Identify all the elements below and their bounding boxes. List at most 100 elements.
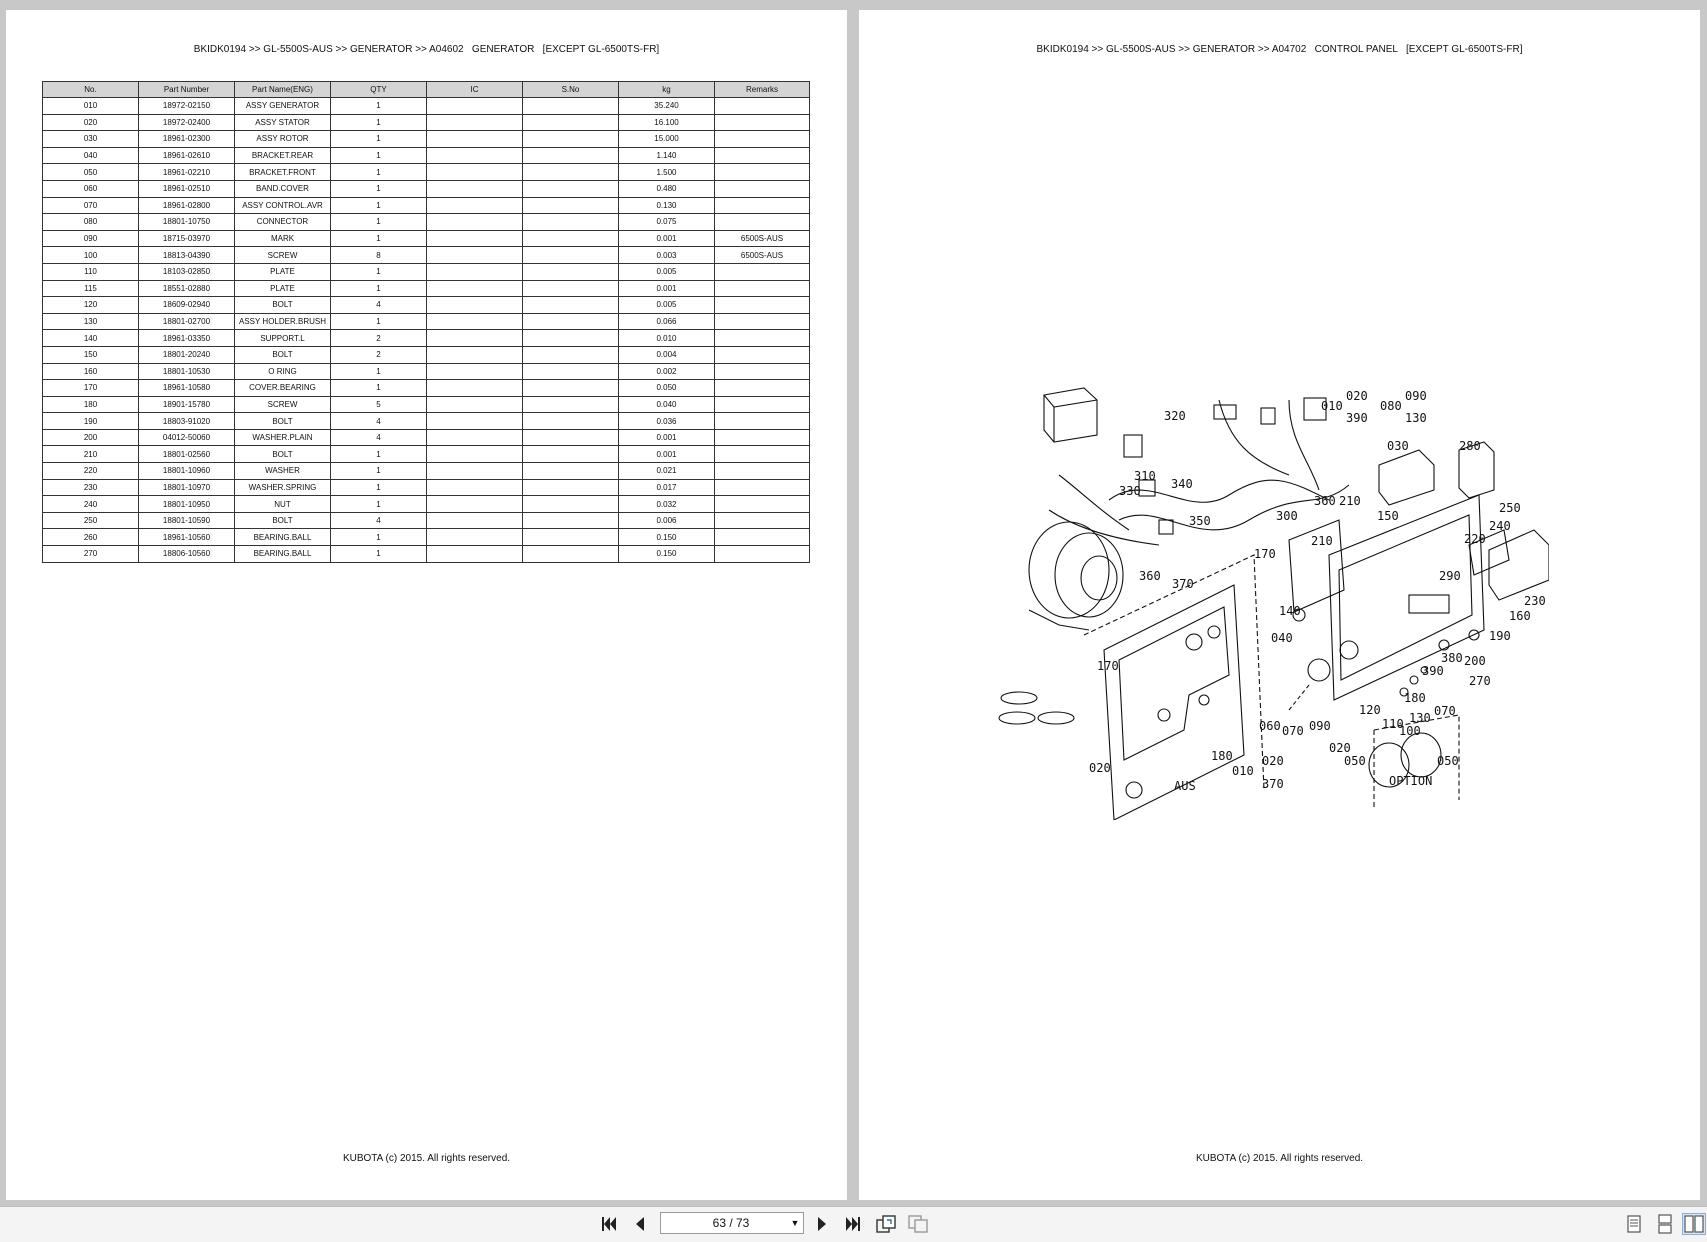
table-cell (714, 428, 810, 447)
last-page-button[interactable] (842, 1213, 864, 1235)
table-cell: BEARING.BALL (234, 545, 331, 563)
table-cell (426, 262, 523, 281)
chevron-down-icon: ▼ (790, 1218, 800, 1228)
label-150: 150 (1377, 509, 1399, 523)
label-option: OPTION (1389, 774, 1432, 788)
table-cell (714, 412, 810, 430)
label-120: 120 (1359, 703, 1381, 717)
table-cell (426, 428, 523, 447)
table-cell (426, 362, 523, 381)
first-page-button[interactable] (598, 1213, 620, 1235)
table-cell: 0.130 (618, 196, 715, 215)
table-cell: 18801-10970 (138, 478, 235, 497)
table-cell (714, 97, 810, 115)
page-rotate-icon (876, 1215, 896, 1233)
column-header: Part Name(ENG) (234, 81, 331, 98)
next-page-button[interactable] (812, 1213, 832, 1235)
table-cell: 250 (42, 511, 139, 530)
table-cell (714, 379, 810, 397)
table-cell: BOLT (234, 296, 331, 314)
label-200: 200 (1464, 654, 1486, 668)
label-030: 030 (1387, 439, 1409, 453)
label-370b: 370 (1262, 777, 1284, 791)
label-130b: 130 (1409, 711, 1431, 725)
table-cell: ASSY CONTROL.AVR (234, 196, 331, 215)
two-page-view-button[interactable] (1682, 1213, 1706, 1235)
next-page-icon (818, 1217, 826, 1231)
rotate-page-button[interactable] (874, 1213, 898, 1235)
table-cell: 5 (330, 395, 427, 414)
label-290: 290 (1439, 569, 1461, 583)
table-cell: 010 (42, 97, 139, 115)
label-230: 230 (1524, 594, 1546, 608)
label-020b: 020 (1329, 741, 1351, 755)
table-cell: 18961-10580 (138, 379, 235, 397)
right-page: BKIDK0194 >> GL-5500S-AUS >> GENERATOR >… (859, 10, 1700, 1200)
table-cell (714, 130, 810, 148)
label-020d: 020 (1089, 761, 1111, 775)
table-cell: 030 (42, 130, 139, 148)
table-cell: 1 (330, 545, 427, 563)
table-cell: 18801-10750 (138, 213, 235, 231)
table-cell: 0.005 (618, 296, 715, 314)
label-170b: 170 (1097, 659, 1119, 673)
table-cell (714, 329, 810, 347)
table-cell (522, 329, 619, 347)
label-390: 390 (1346, 411, 1368, 425)
label-010: 010 (1321, 399, 1343, 413)
disabled-page-button[interactable] (906, 1213, 930, 1235)
label-350: 350 (1189, 514, 1211, 528)
table-cell: 0.001 (618, 229, 715, 248)
right-footer: KUBOTA (c) 2015. All rights reserved. (1195, 1153, 1364, 1164)
label-070b: 070 (1282, 724, 1304, 738)
table-cell: MARK (234, 229, 331, 248)
table-cell (426, 511, 523, 530)
table-cell (522, 345, 619, 364)
table-cell: 0.004 (618, 345, 715, 364)
table-cell (522, 379, 619, 397)
table-cell (522, 445, 619, 464)
label-020: 020 (1346, 389, 1368, 403)
table-cell: 115 (42, 279, 139, 298)
prev-page-button[interactable] (630, 1213, 650, 1235)
table-cell: BRACKET.REAR (234, 146, 331, 165)
label-330: 330 (1119, 484, 1141, 498)
table-cell (522, 229, 619, 248)
table-cell: 1.140 (618, 146, 715, 165)
single-page-view-button[interactable] (1623, 1213, 1645, 1235)
table-cell: BRACKET.FRONT (234, 163, 331, 181)
label-190: 190 (1489, 629, 1511, 643)
table-cell: NUT (234, 495, 331, 513)
table-cell (426, 379, 523, 397)
table-cell: 18801-10950 (138, 495, 235, 513)
column-header: kg (618, 81, 715, 98)
continuous-view-button[interactable] (1654, 1213, 1676, 1235)
table-cell: 18801-10960 (138, 462, 235, 480)
table-cell: 060 (42, 179, 139, 198)
column-header: IC (426, 81, 523, 98)
table-cell: 6500S-AUS (714, 246, 810, 264)
table-cell: 18801-02560 (138, 445, 235, 464)
table-cell: 18961-02210 (138, 163, 235, 181)
table-cell: BAND.COVER (234, 179, 331, 198)
table-cell (714, 163, 810, 181)
page-number-select[interactable]: 63 / 73 ▼ (660, 1212, 804, 1234)
table-cell: WASHER.SPRING (234, 478, 331, 497)
column-header: S.No (522, 81, 619, 98)
table-cell: 0.010 (618, 329, 715, 347)
table-cell (714, 113, 810, 132)
table-cell: 1 (330, 130, 427, 148)
table-cell (522, 312, 619, 331)
table-cell: 0.036 (618, 412, 715, 430)
table-cell (522, 362, 619, 381)
table-cell (426, 179, 523, 198)
label-050b: 050 (1437, 754, 1459, 768)
